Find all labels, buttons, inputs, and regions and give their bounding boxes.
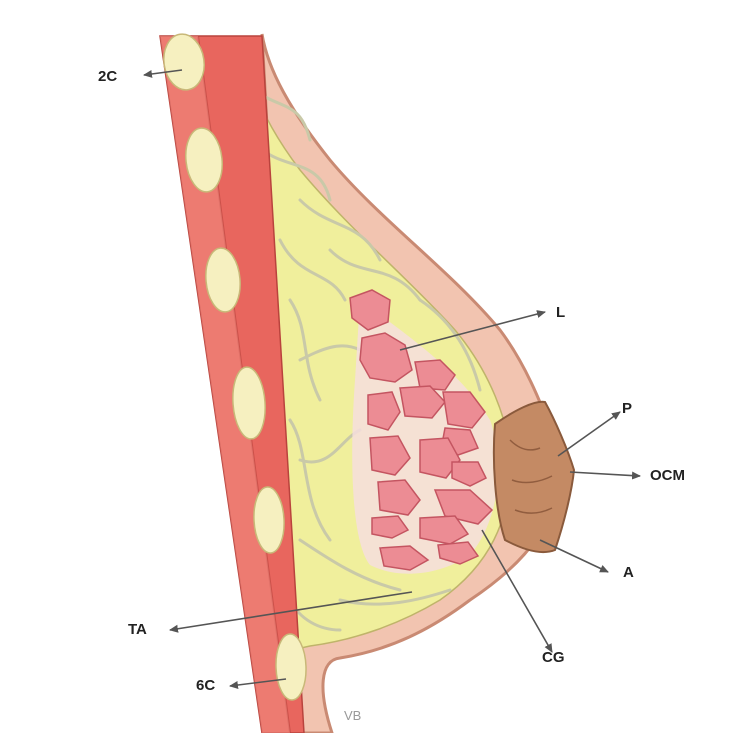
arrow-a <box>540 540 608 572</box>
label-a: A <box>623 564 634 581</box>
label-ocm: OCM <box>650 467 685 484</box>
label-p: P <box>622 400 632 417</box>
label-2c: 2C <box>98 68 117 85</box>
label-ta: TA <box>128 621 147 638</box>
arrow-ocm <box>570 472 640 476</box>
label-cg: CG <box>542 649 565 666</box>
label-l: L <box>556 304 565 321</box>
artist-signature: VB <box>344 708 361 723</box>
areola <box>494 402 574 552</box>
label-6c: 6C <box>196 677 215 694</box>
arrow-p <box>558 412 620 456</box>
